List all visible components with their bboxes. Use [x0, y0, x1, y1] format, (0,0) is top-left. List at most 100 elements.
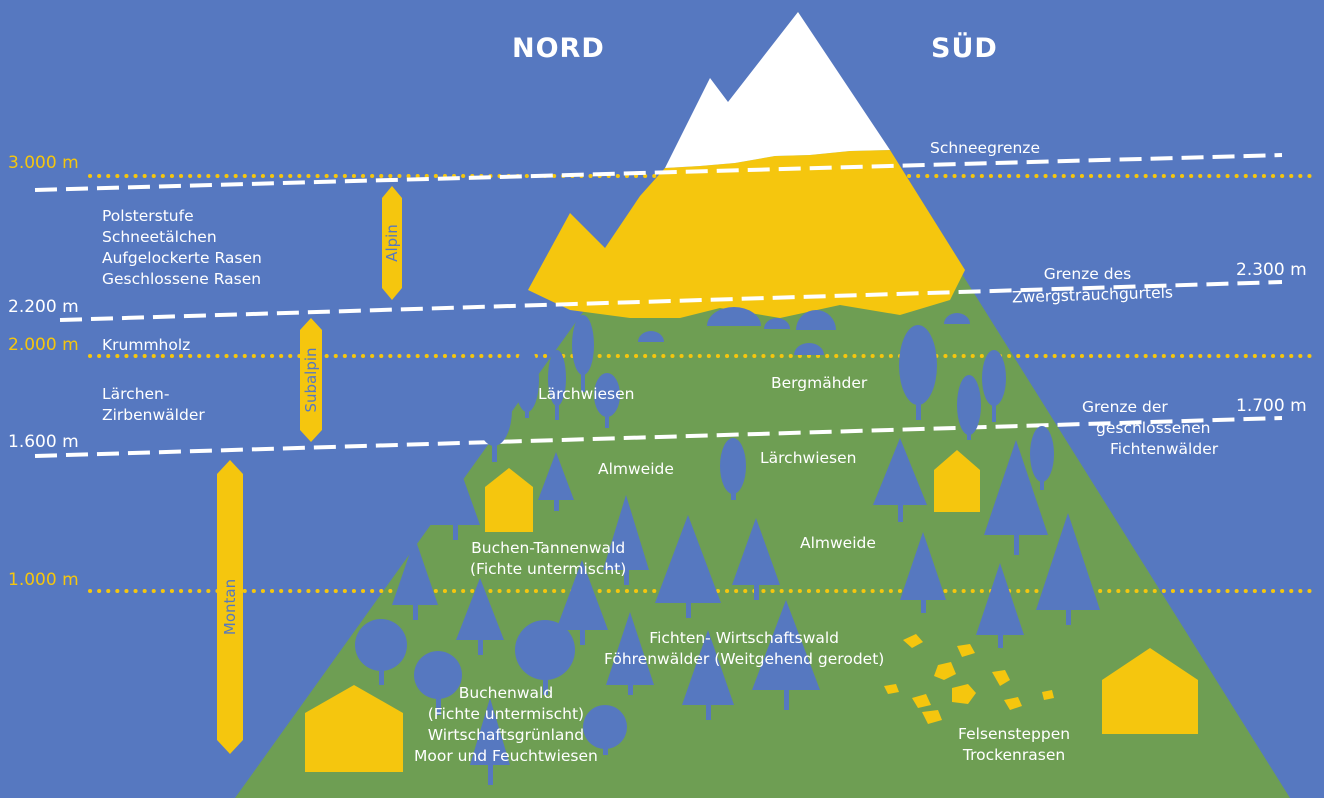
larch-tree [982, 350, 1006, 422]
label-schneegrenze: Schneegrenze [930, 139, 1040, 157]
label-fichten-boundary: Grenze der geschlossenen Fichtenwälder [1082, 397, 1218, 460]
label-buchenwald: Buchenwald (Fichte untermischt) Wirtscha… [414, 683, 598, 767]
altitude-lines [88, 174, 1317, 593]
spruce-tree [430, 455, 480, 540]
beech-trees [355, 619, 627, 755]
altitude-1000: 1.000 m [8, 570, 79, 590]
label-buchen-tannenwald-line1: Buchen-Tannenwald [471, 539, 626, 557]
spruce-tree [606, 612, 654, 695]
spruce-tree [392, 538, 438, 620]
label-felsensteppen-line2: Trockenrasen [962, 746, 1066, 764]
house-4 [1102, 648, 1198, 734]
spruce-tree [1036, 513, 1100, 625]
label-aufgelockerte-rasen: Aufgelockerte Rasen [102, 249, 262, 267]
label-felsensteppen-line1: Felsensteppen [958, 725, 1071, 743]
beech-tree [414, 651, 462, 715]
label-geschlossenen: geschlossenen [1096, 419, 1211, 437]
spruce-tree [732, 518, 780, 600]
house-2 [934, 450, 980, 512]
house-1 [485, 468, 533, 532]
dwarf-shrub-line [59, 280, 1283, 322]
label-felsensteppen: Felsensteppen Trockenrasen [958, 724, 1070, 766]
altitude-1600: 1.600 m [8, 432, 79, 452]
spruce-tree [873, 438, 927, 522]
zone-subalpin: Subalpin [302, 347, 320, 413]
mountain-meadow [235, 12, 1290, 798]
spruce-tree [900, 532, 946, 613]
subalpin-bar [300, 318, 322, 442]
label-buchenwald-line3: Wirtschaftsgrünland [427, 726, 585, 744]
larch-tree [1030, 426, 1054, 490]
rocks [884, 634, 1054, 724]
alpine-belt [528, 150, 965, 318]
label-grenze-der: Grenze der [1082, 398, 1168, 416]
label-buchen-tannenwald-line2: (Fichte untermischt) [470, 560, 627, 578]
altitude-2200: 2.200 m [8, 297, 79, 317]
spruce-tree [752, 600, 820, 710]
label-fichten-wirtschaftswald: Fichten- Wirtschaftswald Föhrenwälder (W… [604, 628, 884, 670]
alpine-vegetation-list: Polsterstufe Schneetälchen Aufgelockerte… [102, 206, 262, 290]
houses [305, 450, 1198, 772]
label-buchenwald-line4: Moor und Feuchtwiesen [414, 747, 598, 765]
spruce-tree [470, 698, 510, 785]
label-zwergstrauch-boundary: Grenze des Zwergstrauchgürtels [1002, 264, 1174, 307]
altitude-1700: 1.700 m [1236, 396, 1307, 416]
snow-line [34, 153, 1283, 192]
larch-pine-forest-label: Lärchen- Zirbenwälder [102, 384, 205, 426]
label-polsterstufe: Polsterstufe [102, 207, 194, 225]
label-fichten-line1: Fichten- Wirtschaftswald [649, 629, 840, 647]
north-label: NORD [512, 33, 605, 64]
label-almweide-1: Almweide [598, 460, 674, 478]
label-zwergstrauchguertels: Zwergstrauchgürtels [1011, 283, 1174, 307]
montan-bar [217, 460, 243, 754]
label-fichten-line2: Föhrenwälder (Weitgehend gerodet) [604, 650, 885, 668]
spruce-tree [984, 440, 1048, 555]
beech-tree [583, 705, 627, 755]
spruce-tree [655, 515, 721, 618]
altitude-3000: 3.000 m [8, 153, 79, 173]
label-fichtenwaelder: Fichtenwälder [1110, 440, 1219, 458]
label-buchen-tannenwald: Buchen-Tannenwald (Fichte untermischt) [470, 538, 626, 580]
label-grenze-des: Grenze des [1043, 265, 1132, 283]
spruce-forest-line [34, 416, 1283, 458]
label-buchenwald-line2: (Fichte untermischt) [427, 705, 585, 723]
snow-cap [665, 12, 890, 168]
label-krummholz: Krummholz [102, 336, 191, 354]
larch-tree [899, 325, 937, 420]
south-label: SÜD [931, 33, 998, 64]
label-almweide-2: Almweide [800, 534, 876, 552]
spruce-tree [556, 560, 608, 645]
altitude-2300: 2.300 m [1236, 260, 1307, 280]
spruce-tree [976, 563, 1024, 648]
larch-tree [515, 348, 539, 418]
zone-bars [217, 186, 402, 754]
boundary-lines [34, 153, 1283, 458]
larch-tree [548, 350, 566, 420]
zone-montan: Montan [221, 578, 239, 636]
house-3 [305, 685, 403, 772]
dwarf-shrubs [638, 307, 970, 355]
label-laerchwiesen-1: Lärchwiesen [538, 385, 635, 403]
beech-tree [355, 619, 407, 685]
label-laerchwiesen-2: Lärchwiesen [760, 449, 857, 467]
larch-tree [476, 374, 512, 462]
label-zirbenwaelder: Zirbenwälder [102, 406, 205, 424]
label-schneetaelchen: Schneetälchen [102, 228, 217, 246]
larch-tree [572, 315, 594, 392]
spruce-tree [538, 452, 574, 511]
larch-tree [957, 375, 981, 440]
zone-alpin: Alpin [383, 224, 401, 262]
label-bergmaehder: Bergmähder [771, 374, 868, 392]
larch-trees [476, 315, 1054, 500]
spruce-trees [392, 438, 1100, 785]
label-laerchen: Lärchen- [102, 385, 170, 403]
altitude-2000: 2.000 m [8, 335, 79, 355]
spruce-tree [603, 495, 649, 585]
larch-tree [720, 438, 746, 500]
spruce-tree [456, 578, 504, 655]
label-buchenwald-line1: Buchenwald [458, 684, 554, 702]
beech-tree [515, 620, 575, 695]
spruce-tree [682, 630, 734, 720]
